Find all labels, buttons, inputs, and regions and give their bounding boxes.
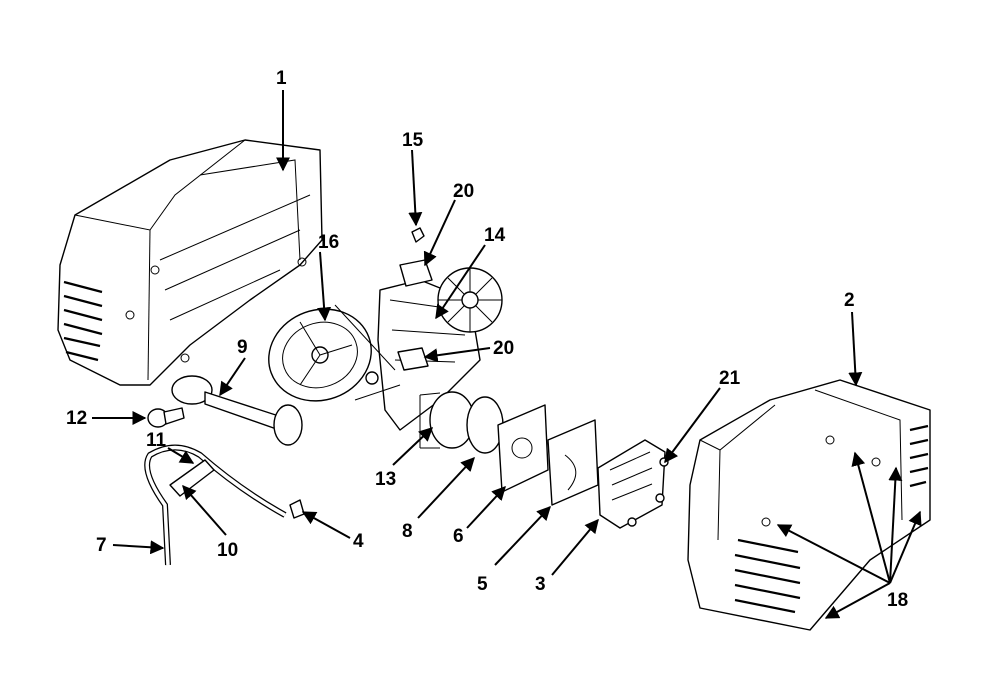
callout-12: 12 — [66, 408, 87, 429]
bolt-part — [147, 407, 185, 428]
callout-13: 13 — [375, 469, 396, 490]
callout-leaders — [92, 90, 922, 619]
tube-assembly-part — [144, 444, 305, 566]
callout-3: 3 — [535, 574, 546, 595]
reed-plate-part — [547, 419, 599, 506]
callout-14: 14 — [484, 225, 506, 246]
callout-9: 9 — [237, 337, 248, 358]
callout-7: 7 — [96, 535, 107, 556]
callout-20-bottom: 20 — [493, 338, 514, 359]
callout-20-top: 20 — [453, 181, 474, 202]
callout-labels: 1 2 3 4 5 6 7 8 9 10 11 12 13 14 15 16 2… — [66, 68, 908, 611]
callout-2: 2 — [844, 290, 855, 311]
cylinder-head-part — [597, 439, 669, 529]
left-shroud-part — [57, 139, 323, 386]
valve-plate-part — [497, 404, 549, 493]
callout-15: 15 — [402, 130, 424, 151]
callout-16: 16 — [318, 232, 339, 253]
small-parts — [397, 227, 433, 371]
callout-4: 4 — [353, 531, 364, 552]
callout-10: 10 — [217, 540, 238, 561]
callout-21: 21 — [719, 368, 741, 389]
callout-11: 11 — [146, 430, 167, 451]
callout-8: 8 — [402, 521, 413, 542]
callout-5: 5 — [477, 574, 488, 595]
right-shroud-part — [687, 379, 931, 631]
connecting-rod-part — [171, 375, 303, 446]
callout-1: 1 — [276, 68, 287, 89]
callout-18: 18 — [887, 590, 908, 611]
callout-6: 6 — [453, 526, 464, 547]
